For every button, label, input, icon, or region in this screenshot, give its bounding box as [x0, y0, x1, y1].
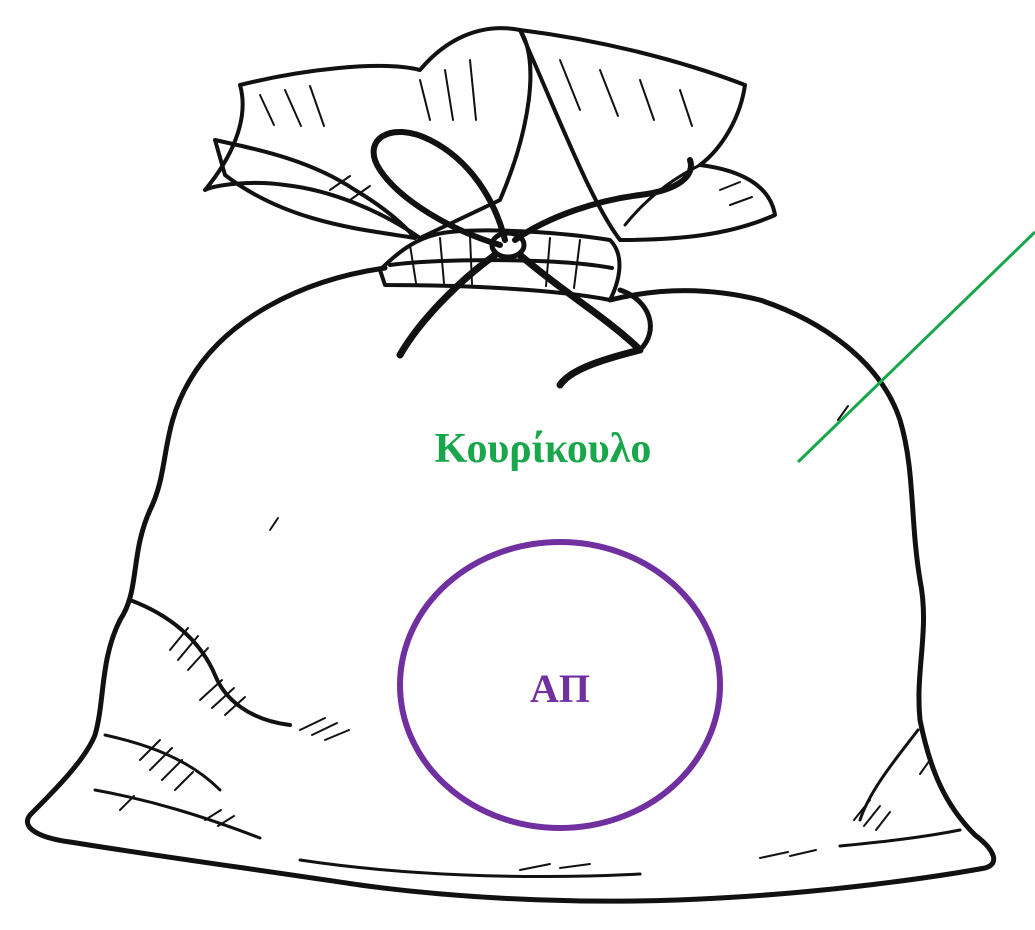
sack-flap-shading	[259, 59, 753, 206]
rope-knot	[370, 128, 694, 389]
rope-loop-left	[370, 128, 508, 248]
sack-icon	[25, 265, 997, 904]
rope-knot-center	[489, 230, 527, 260]
sack-right-fold-2	[838, 828, 962, 848]
sack-bottom-seam	[298, 858, 642, 878]
rope-end-right	[516, 251, 644, 389]
sack-flap-fold-left	[213, 138, 417, 240]
sack-top-flaps	[203, 26, 777, 242]
sack-shading-right	[519, 759, 931, 871]
sack-left-fold	[128, 598, 292, 727]
outer-label: Κουρίκουλο	[435, 426, 652, 472]
sack-neck-outline	[378, 228, 622, 302]
rope-end-loop	[617, 287, 653, 353]
rope-end-left	[396, 251, 499, 359]
pointer-line	[796, 230, 1035, 464]
inner-label: ΑΠ	[530, 666, 590, 711]
sack-bottom-fold	[93, 788, 262, 840]
sack-small-mark	[269, 517, 279, 531]
sack-body-outline	[25, 265, 997, 904]
sack-left-fold-2	[103, 733, 222, 792]
sack-flap-right	[518, 28, 777, 242]
rope-band	[388, 258, 614, 270]
inner-circle	[397, 539, 723, 831]
rope-loop-right	[512, 157, 694, 243]
sack-small-mark-2	[837, 405, 849, 421]
sack-flap-left	[203, 26, 533, 240]
sack-right-fold	[858, 728, 920, 822]
sack-shading-left	[119, 627, 350, 827]
